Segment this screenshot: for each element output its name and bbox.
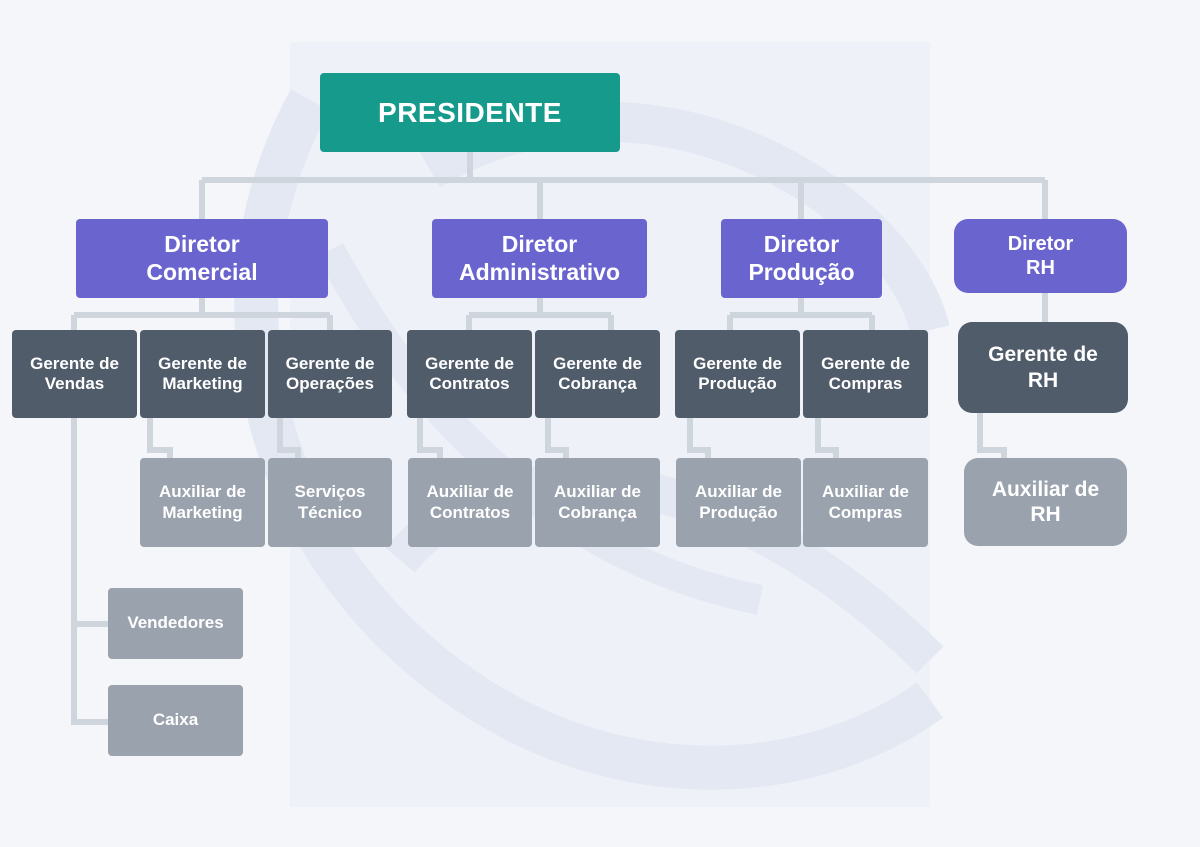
director-producao-box: Diretor Produção xyxy=(721,219,882,298)
manager-vendas-box: Gerente de Vendas xyxy=(12,330,137,418)
manager-vendas-label: Gerente de Vendas xyxy=(30,353,119,393)
director-administrativo-label: Diretor Administrativo xyxy=(458,230,621,285)
manager-compras-label: Gerente de Compras xyxy=(821,353,910,393)
assistant-compras-label: Auxiliar de Compras xyxy=(822,482,909,522)
director-comercial-box: Diretor Comercial xyxy=(76,219,328,298)
assistant-producao-label: Auxiliar de Produção xyxy=(695,482,782,522)
director-administrativo-box: Diretor Administrativo xyxy=(432,219,647,298)
assistant-contratos-box: Auxiliar de Contratos xyxy=(408,458,532,547)
manager-producao-box: Gerente de Produção xyxy=(675,330,800,418)
assistant-caixa-label: Caixa xyxy=(152,710,199,730)
assistant-contratos-label: Auxiliar de Contratos xyxy=(426,482,514,522)
manager-producao-label: Gerente de Produção xyxy=(693,353,782,393)
assistant-compras-box: Auxiliar de Compras xyxy=(803,458,928,547)
assistant-vendedores-label: Vendedores xyxy=(127,613,224,633)
manager-contratos-box: Gerente de Contratos xyxy=(407,330,532,418)
president-box: PRESIDENTE xyxy=(320,73,620,152)
assistant-cobranca-box: Auxiliar de Cobrança xyxy=(535,458,660,547)
president-label: PRESIDENTE xyxy=(378,96,562,128)
manager-marketing-label: Gerente de Marketing xyxy=(158,353,247,393)
assistant-marketing-label: Auxiliar de Marketing xyxy=(159,482,246,522)
assistant-cobranca-label: Auxiliar de Cobrança xyxy=(554,482,641,522)
manager-cobranca-box: Gerente de Cobrança xyxy=(535,330,660,418)
manager-rh-label: Gerente de RH xyxy=(988,343,1098,392)
assistant-servicos-tecnico-box: Serviços Técnico xyxy=(268,458,392,547)
director-rh-label: Diretor RH xyxy=(1007,233,1074,279)
manager-contratos-label: Gerente de Contratos xyxy=(425,353,514,393)
manager-operacoes-box: Gerente de Operações xyxy=(268,330,392,418)
assistant-servicos-tecnico-label: Serviços Técnico xyxy=(294,482,366,522)
manager-rh-box: Gerente de RH xyxy=(958,322,1128,413)
assistant-producao-box: Auxiliar de Produção xyxy=(676,458,801,547)
assistant-rh-label: Auxiliar de RH xyxy=(991,477,1100,526)
assistant-rh-box: Auxiliar de RH xyxy=(964,458,1127,546)
assistant-caixa-box: Caixa xyxy=(108,685,243,756)
assistant-marketing-box: Auxiliar de Marketing xyxy=(140,458,265,547)
manager-marketing-box: Gerente de Marketing xyxy=(140,330,265,418)
manager-cobranca-label: Gerente de Cobrança xyxy=(553,353,642,393)
manager-operacoes-label: Gerente de Operações xyxy=(285,353,375,393)
manager-compras-box: Gerente de Compras xyxy=(803,330,928,418)
director-comercial-label: Diretor Comercial xyxy=(146,230,258,285)
director-producao-label: Diretor Produção xyxy=(748,230,855,285)
assistant-vendedores-box: Vendedores xyxy=(108,588,243,659)
director-rh-box: Diretor RH xyxy=(954,219,1127,293)
